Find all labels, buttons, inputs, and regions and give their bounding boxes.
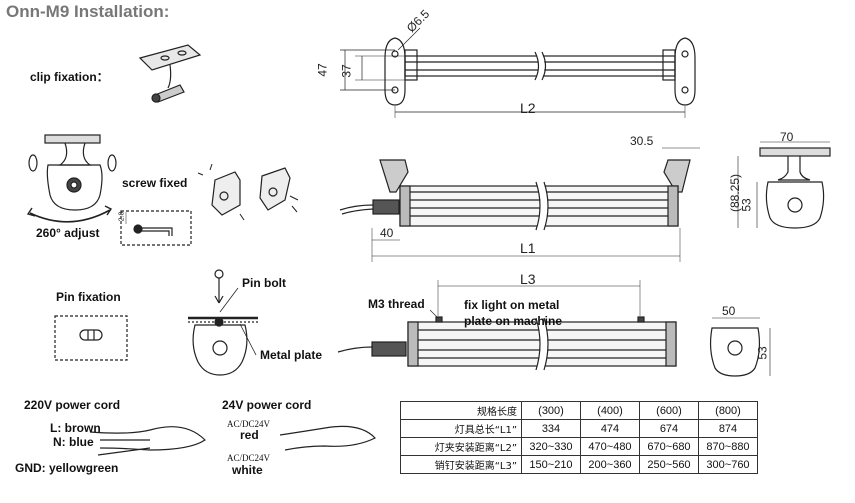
- side-fixture-l3-drawing: [337, 280, 677, 372]
- dim-53-bottom: 53: [755, 346, 770, 360]
- table-cell: 销钉安装距离“L3”: [400, 455, 522, 474]
- side-fixture-l1-drawing: [339, 147, 700, 262]
- table-cell: 874: [698, 419, 758, 438]
- table-cell: 300~760: [698, 455, 758, 474]
- acdc-label-2: AC/DC24V: [227, 453, 271, 463]
- table-cell: 474: [580, 419, 640, 438]
- spec-table: 规格长度 (300) (400) (600) (800) 灯具总长“L1” 33…: [400, 401, 758, 474]
- dim-l2: L2: [520, 100, 536, 116]
- brown-wire-label: L: brown: [50, 421, 101, 435]
- gnd-wire-label: GND: yellowgreen: [15, 461, 119, 475]
- table-header-cell: (400): [580, 401, 640, 420]
- fix-light-label: fix light on metal: [464, 298, 560, 312]
- white-wire-label: white: [232, 463, 263, 477]
- clip-bracket-image: [138, 44, 202, 103]
- table-header-cell: (800): [698, 401, 758, 420]
- table-cell: 670~680: [639, 437, 699, 456]
- bracket-3d-views: [197, 163, 299, 221]
- allen-key-drawing: [120, 210, 192, 246]
- table-row: 灯具总长“L1” 334 474 674 874: [400, 419, 758, 438]
- table-header-cell: 规格长度: [400, 401, 522, 420]
- table-cell: 334: [521, 419, 581, 438]
- dim-37: 37: [339, 64, 354, 78]
- table-header-cell: (300): [521, 401, 581, 420]
- metal-plate-label: Metal plate: [260, 348, 323, 362]
- pin-bolt-drawing: [188, 269, 258, 376]
- table-cell: 150~210: [521, 455, 581, 474]
- m3-thread-label: M3 thread: [368, 297, 425, 311]
- page-title: Onn-M9 Installation:: [6, 2, 170, 21]
- plate-machine-label: plate on machine: [464, 314, 563, 328]
- dim-53-top: 53: [739, 198, 754, 212]
- pin-slot-drawing: [54, 315, 128, 361]
- dim-50: 50: [722, 304, 736, 318]
- table-cell: 870~880: [698, 437, 758, 456]
- table-cell: 320~330: [521, 437, 581, 456]
- power-cords-drawing: [89, 425, 376, 456]
- table-header-row: 规格长度 (300) (400) (600) (800): [400, 401, 758, 420]
- dim-47: 47: [315, 63, 330, 77]
- table-row: 销钉安装距离“L3” 150~210 200~360 250~560 300~7…: [400, 455, 758, 474]
- table-header-cell: (600): [639, 401, 699, 420]
- table-cell: 灯具总长“L1”: [400, 419, 522, 438]
- clip-fixation-label: clip fixation：: [30, 70, 109, 84]
- blue-wire-label: N: blue: [53, 435, 94, 449]
- dim-l1: L1: [520, 240, 536, 256]
- dim-70: 70: [780, 130, 794, 144]
- table-cell: 250~560: [639, 455, 699, 474]
- acdc-label-1: AC/DC24V: [227, 419, 271, 429]
- adjust-label: 260° adjust: [36, 226, 100, 240]
- end-view-top-drawing: [737, 141, 831, 229]
- dim-40: 40: [380, 226, 394, 240]
- screw-fixed-label: screw fixed: [122, 176, 188, 190]
- red-wire-label: red: [240, 428, 259, 442]
- top-fixture-drawing: [340, 27, 696, 118]
- pin-bolt-label: Pin bolt: [242, 276, 286, 290]
- table-cell: 470~480: [580, 437, 640, 456]
- pin-fixation-label: Pin fixation: [56, 290, 121, 304]
- screw-bracket-drawing: [26, 134, 117, 223]
- power-220v-label: 220V power cord: [24, 398, 121, 412]
- power-24v-label: 24V power cord: [222, 398, 312, 412]
- table-cell: 灯夹安装距离“L2”: [400, 437, 522, 456]
- dim-2-8: 2.8: [118, 211, 126, 222]
- table-cell: 200~360: [580, 455, 640, 474]
- table-cell: 674: [639, 419, 699, 438]
- dim-l3: L3: [520, 271, 536, 287]
- table-row: 灯夹安装距离“L2” 320~330 470~480 670~680 870~8…: [400, 437, 758, 456]
- dim-30-5: 30.5: [630, 134, 654, 148]
- end-view-bottom-drawing: [709, 317, 771, 377]
